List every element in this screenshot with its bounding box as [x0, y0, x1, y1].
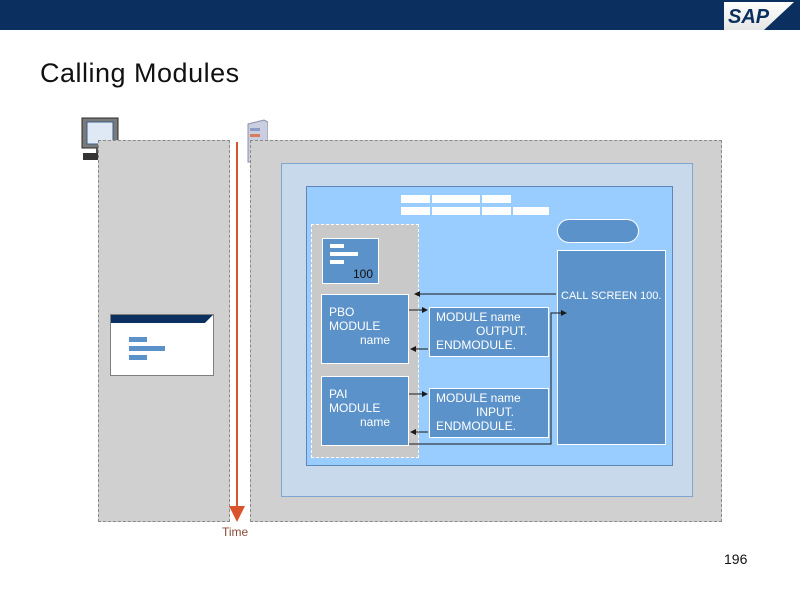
time-label: Time: [222, 525, 249, 539]
sap-logo: SAP: [724, 2, 794, 30]
screen-number: 100: [352, 267, 373, 281]
pai-code-line1: MODULE name: [436, 391, 521, 405]
gui-window: [110, 314, 214, 376]
pai-code-line3: ENDMODULE.: [436, 419, 517, 433]
call-screen-statement: CALL SCREEN 100.: [561, 290, 662, 302]
pai-line2: MODULE: [329, 401, 381, 415]
screen-layout-icon: [330, 244, 358, 264]
sap-logo-text: SAP: [728, 6, 770, 28]
page-title: Calling Modules: [40, 58, 240, 88]
pbo-module-code: MODULE name OUTPUT. ENDMODULE.: [429, 307, 549, 357]
pbo-code-line3: ENDMODULE.: [436, 338, 517, 352]
pai-line3: name: [360, 415, 391, 429]
pbo-line2: MODULE: [329, 319, 381, 333]
pai-line1: PAI: [329, 387, 348, 401]
abap-program-panel: CALL SCREEN 100.: [557, 250, 666, 445]
pai-code-line2: INPUT.: [476, 405, 515, 419]
pbo-code-line1: MODULE name: [436, 310, 521, 324]
pai-module-code: MODULE name INPUT. ENDMODULE.: [429, 388, 549, 438]
program-header-bars: [401, 195, 549, 215]
program-cap: [557, 219, 639, 243]
pbo-block: PBO MODULE name: [321, 294, 409, 364]
header-bar: [0, 0, 800, 30]
pbo-line1: PBO: [329, 305, 355, 319]
screen-return-arrow: [409, 310, 567, 445]
page-number: 196: [724, 551, 748, 567]
gui-window-graphic: [111, 315, 213, 360]
pbo-line3: name: [360, 333, 391, 347]
pbo-code-line2: OUTPUT.: [476, 324, 528, 338]
pai-block: PAI MODULE name: [321, 376, 409, 446]
screen-100-block: 100: [322, 238, 379, 284]
